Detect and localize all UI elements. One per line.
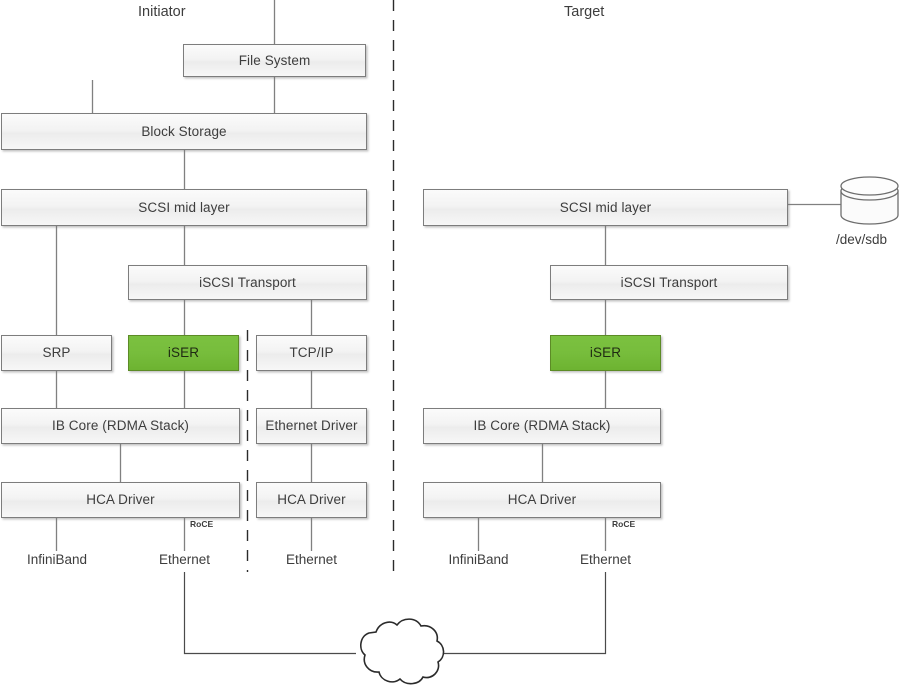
node-label: iSER xyxy=(167,345,200,361)
line-initiator-to-cloud xyxy=(183,572,356,655)
node-label: HCA Driver xyxy=(507,492,577,508)
node-hca-driver-ib[interactable]: HCA Driver xyxy=(1,482,240,518)
node-iscsi-transport-target[interactable]: iSCSI Transport xyxy=(550,265,788,300)
node-hca-driver-target[interactable]: HCA Driver xyxy=(423,482,661,518)
node-label: TCP/IP xyxy=(289,345,334,361)
node-label: IB Core (RDMA Stack) xyxy=(51,418,190,434)
network-cloud-shape xyxy=(360,618,445,685)
node-iser-initiator[interactable]: iSER xyxy=(128,335,239,371)
node-label: Block Storage xyxy=(141,123,227,139)
node-label: IB Core (RDMA Stack) xyxy=(473,418,611,434)
node-iscsi-transport[interactable]: iSCSI Transport xyxy=(128,265,367,300)
lane-title-initiator: Initiator xyxy=(138,4,186,20)
node-label: HCA Driver xyxy=(86,492,155,508)
node-label: HCA Driver xyxy=(277,492,346,508)
node-ib-core-initiator[interactable]: IB Core (RDMA Stack) xyxy=(1,408,240,444)
line-target-to-cloud xyxy=(444,572,607,655)
node-label: Ethernet Driver xyxy=(265,418,358,434)
node-label: iSCSI Transport xyxy=(620,274,718,290)
node-label: iSER xyxy=(589,345,622,361)
node-hca-driver-ethernet[interactable]: HCA Driver xyxy=(256,482,367,518)
node-label: iSCSI Transport xyxy=(199,274,296,290)
node-label: SCSI mid layer xyxy=(559,199,652,215)
node-label: SRP xyxy=(42,345,71,361)
label-roce-initiator: RoCE xyxy=(190,519,214,529)
node-scsi-mid-layer[interactable]: SCSI mid layer xyxy=(1,189,367,226)
node-ib-core-target[interactable]: IB Core (RDMA Stack) xyxy=(423,408,661,444)
node-scsi-mid-layer-target[interactable]: SCSI mid layer xyxy=(423,189,788,226)
node-iser-target[interactable]: iSER xyxy=(550,335,661,371)
node-file-system[interactable]: File System xyxy=(183,44,366,77)
node-srp[interactable]: SRP xyxy=(1,335,112,371)
node-tcp-ip[interactable]: TCP/IP xyxy=(256,335,367,371)
lane-title-target: Target xyxy=(564,4,605,20)
disk-cylinder-shape xyxy=(840,176,899,225)
node-ethernet-driver[interactable]: Ethernet Driver xyxy=(256,408,367,444)
label-infiniband-initiator: InfiniBand xyxy=(26,552,88,567)
label-roce-target: RoCE xyxy=(612,519,636,529)
label-ethernet-tcp: Ethernet xyxy=(285,552,338,567)
node-label: File System xyxy=(238,52,311,68)
node-label: SCSI mid layer xyxy=(138,199,230,215)
node-block-storage[interactable]: Block Storage xyxy=(1,113,367,150)
label-ethernet-target: Ethernet xyxy=(579,552,632,567)
label-ethernet-initiator: Ethernet xyxy=(158,552,211,567)
label-dev-sdb: /dev/sdb xyxy=(836,232,888,247)
label-infiniband-target: InfiniBand xyxy=(448,552,509,567)
